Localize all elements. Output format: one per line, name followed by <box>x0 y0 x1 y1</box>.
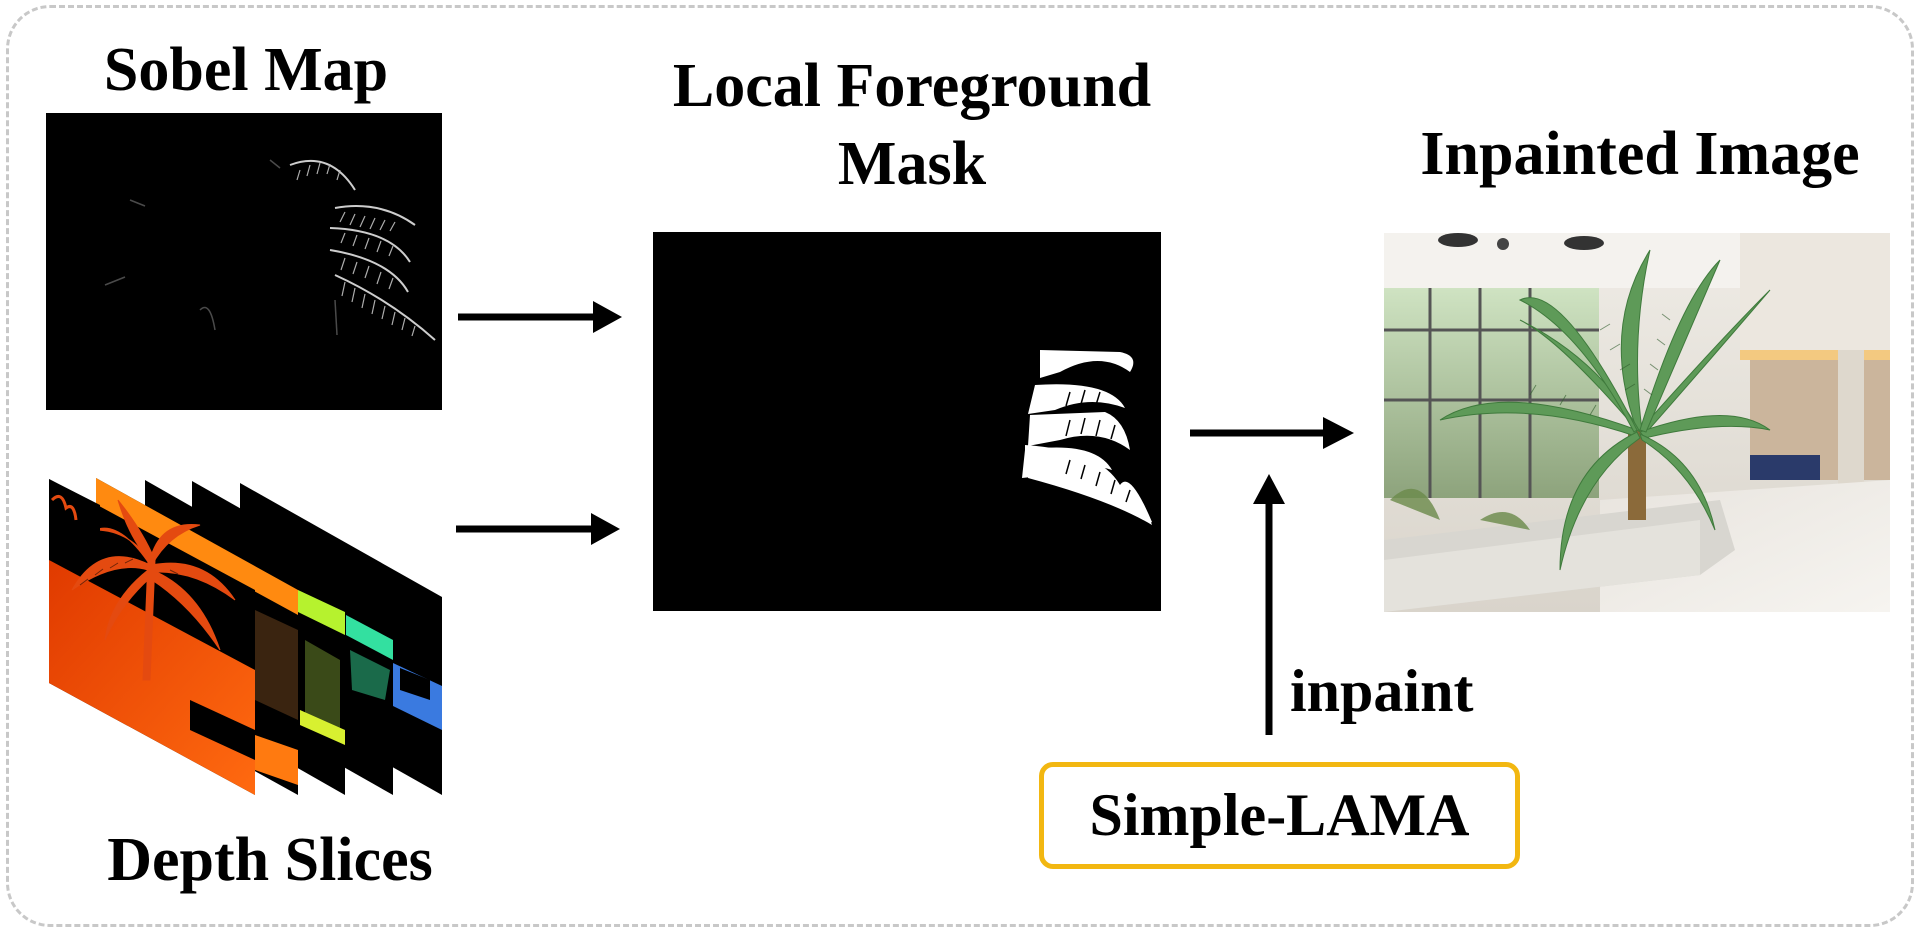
local-foreground-mask-image <box>653 232 1161 611</box>
inpainted-image-title: Inpainted Image <box>1420 120 1860 188</box>
arrow-sobel-to-mask <box>458 301 622 333</box>
arrow-mask-to-inpainted <box>1190 417 1354 449</box>
depth-slices-image <box>49 478 442 795</box>
local-mask-title-line1: Local Foreground <box>672 52 1152 120</box>
sobel-map-title: Sobel Map <box>103 36 389 104</box>
simple-lama-label: Simple-LAMA <box>1089 782 1470 848</box>
arrow-lama-to-merge <box>1253 474 1285 735</box>
simple-lama-box: Simple-LAMA <box>1039 762 1520 869</box>
depth-slices-title: Depth Slices <box>107 826 433 894</box>
diagram-frame <box>6 5 1914 927</box>
local-mask-title-line2: Mask <box>837 130 987 198</box>
arrow-depth-to-mask <box>456 513 620 545</box>
inpainted-image <box>1384 233 1890 612</box>
sobel-map-image <box>46 113 442 410</box>
inpaint-step-label: inpaint <box>1290 658 1474 724</box>
